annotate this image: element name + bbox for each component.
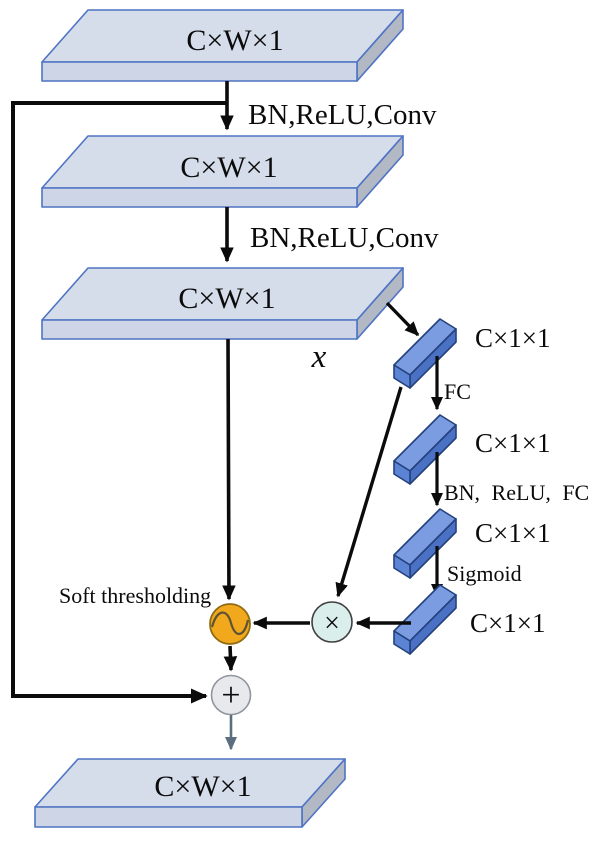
feature-map-x-label: C×W×1 [178, 282, 275, 315]
input-feature-map: C×W×1 [41, 9, 404, 82]
fc-label: FC [444, 379, 471, 404]
conv1-label: BN,ReLU,Conv [248, 99, 437, 131]
scale-vector-bar [393, 508, 457, 579]
bn-relu-fc-label: BN, ReLU, FC [444, 480, 589, 505]
fc-vector-bar [393, 414, 457, 485]
x-feature-label: x [311, 339, 327, 375]
arrow-x-to-gap-vector [385, 301, 420, 337]
output-feature-map-front-face [34, 806, 303, 828]
multiply-op: × [311, 601, 353, 643]
arrow-gap-to-multiply [335, 386, 403, 598]
input-feature-map-front-face [41, 61, 358, 82]
fc-vector-label: C×1×1 [475, 428, 550, 458]
arrow-x-to-soft-threshold [222, 338, 236, 601]
soft-threshold-circle [209, 603, 251, 645]
add-circle [210, 674, 252, 716]
sigmoid-vector-label: C×1×1 [470, 608, 545, 638]
sigmoid-vector-end-face [393, 630, 411, 655]
feature-map-x: C×W×1 [41, 267, 404, 340]
residual-connection-line [11, 101, 227, 704]
feature-map-x-front-face [41, 319, 358, 340]
fc-vector-end-face [393, 460, 411, 485]
gap-vector-bar [393, 318, 457, 389]
multiply-circle [311, 601, 353, 643]
feature-map-2-front-face [41, 187, 358, 208]
feature-map-2-label: C×W×1 [180, 151, 277, 184]
add-op: + [210, 674, 252, 716]
sigmoid-vector-bar [393, 584, 457, 655]
scale-vector-end-face [393, 554, 411, 579]
output-feature-map-label: C×W×1 [154, 770, 251, 803]
sine-wave-icon [210, 611, 250, 635]
conv2-label: BN,ReLU,Conv [250, 222, 439, 254]
soft-threshold-op [209, 603, 251, 645]
gap-vector-label: C×1×1 [475, 323, 550, 353]
plus-icon: + [221, 677, 240, 714]
scale-vector-label: C×1×1 [475, 518, 550, 548]
output-feature-map: C×W×1 [34, 758, 346, 828]
multiply-icon: × [324, 608, 340, 639]
soft-threshold-label: Soft thresholding [59, 583, 211, 608]
feature-map-2: C×W×1 [41, 135, 404, 208]
sigmoid-label: Sigmoid [447, 561, 522, 586]
arrow-soft-threshold-to-add [223, 645, 238, 672]
gap-vector-end-face [393, 364, 411, 389]
input-feature-map-label: C×W×1 [186, 24, 283, 57]
